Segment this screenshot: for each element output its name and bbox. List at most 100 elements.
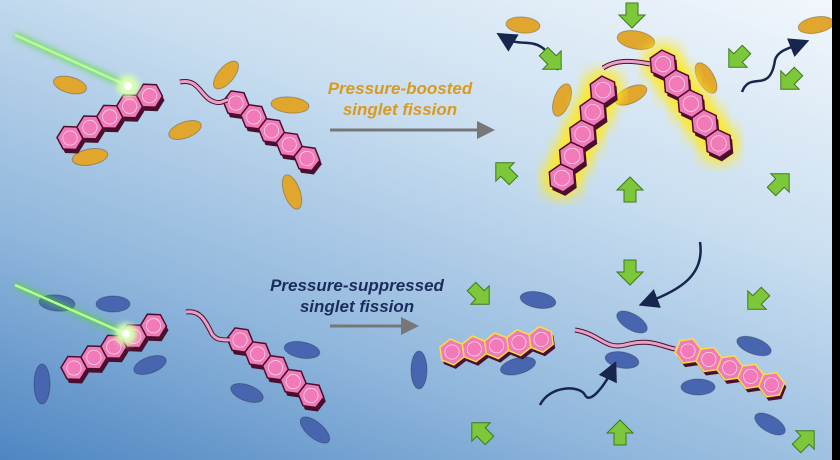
- ring-inner: [722, 360, 738, 376]
- ring-inner: [122, 98, 138, 114]
- suppressed-label-line2: singlet fission: [299, 297, 415, 316]
- benzene-ring: [135, 83, 164, 108]
- boosted-label-line2: singlet fission: [342, 100, 458, 119]
- acene-molecule: [56, 83, 165, 154]
- ring-inner: [246, 109, 262, 125]
- benzene-ring: [705, 128, 733, 159]
- solvent-molecule-blue: [230, 382, 264, 404]
- suppressed-label-line1: Pressure-suppressed: [270, 276, 444, 295]
- ring-inner: [102, 109, 118, 125]
- solvent-molecule-gold: [551, 83, 573, 117]
- ring-inner: [82, 119, 98, 135]
- acene-molecule: [226, 327, 326, 412]
- solvent-molecule-gold: [212, 60, 240, 90]
- ring-inner: [574, 125, 591, 143]
- pressure-arrow-icon: [466, 281, 490, 305]
- solvent-molecule-gold: [281, 174, 303, 210]
- benzene-ring: [297, 382, 325, 409]
- solvent-molecule-blue: [680, 378, 716, 396]
- solvent-molecule-blue: [133, 354, 167, 376]
- ring-inner: [701, 351, 717, 367]
- solvent-molecule-blue: [519, 291, 557, 309]
- ring-inner: [145, 318, 162, 334]
- pressure-arrow-icon: [615, 259, 645, 286]
- ring-inner: [267, 360, 284, 376]
- solvent-molecule-blue: [299, 416, 331, 444]
- solvent-molecule-blue: [754, 412, 786, 436]
- solvent-molecule-blue: [604, 351, 640, 369]
- ring-inner: [62, 130, 78, 146]
- ring-inner: [66, 360, 82, 376]
- ring-inner: [696, 115, 713, 132]
- benzene-ring: [293, 145, 321, 172]
- laser-beam: [14, 283, 127, 336]
- pressure-arrow-icon: [617, 2, 647, 29]
- acene-molecule: [674, 338, 787, 401]
- solvent-molecule-blue: [283, 341, 321, 359]
- acene-molecule: [222, 90, 322, 175]
- solvent-molecule-gold: [797, 16, 835, 34]
- ring-inner: [303, 387, 319, 404]
- solvent-molecule-blue: [616, 310, 648, 334]
- ring-inner: [668, 75, 686, 92]
- pressure-arrow-icon: [605, 419, 635, 446]
- pressure-arrow-icon: [747, 286, 771, 310]
- pressure-arrow-icon: [495, 162, 519, 186]
- pressure-arrow-icon: [766, 173, 790, 197]
- ring-inner: [250, 346, 266, 362]
- ring-inner: [86, 349, 102, 365]
- solvent-molecule-gold: [168, 119, 202, 141]
- ring-inner: [743, 368, 759, 384]
- ring-inner: [299, 150, 315, 167]
- benzene-ring: [757, 371, 786, 398]
- linker: [602, 59, 651, 70]
- linker: [179, 80, 229, 105]
- ring-inner: [106, 339, 122, 355]
- solvent-molecule-gold: [270, 96, 310, 114]
- acene-molecule: [642, 42, 739, 166]
- ring-inner: [511, 335, 527, 351]
- ring-inner: [232, 332, 248, 348]
- acene-molecule: [541, 68, 624, 200]
- pressure-boosted-label: Pressure-boosted singlet fission: [300, 78, 500, 120]
- ring-inner: [553, 169, 571, 187]
- excitation-flash-core: [122, 330, 130, 338]
- benzene-ring: [528, 325, 555, 354]
- ring-inner: [564, 147, 581, 165]
- ring-inner: [228, 95, 244, 111]
- ring-inner: [680, 343, 696, 359]
- ring-inner: [141, 88, 158, 104]
- ring-inner: [489, 338, 505, 354]
- ring-inner: [594, 81, 612, 99]
- ring-inner: [263, 123, 280, 139]
- solvent-molecule-blue: [499, 356, 537, 376]
- motion-arrow-icon: [740, 38, 810, 93]
- ring-inner: [584, 103, 601, 121]
- motion-arrow-icon: [638, 241, 702, 308]
- solvent-molecule-gold: [694, 62, 718, 94]
- solvent-molecule-blue: [736, 335, 772, 357]
- right-border: [832, 0, 840, 460]
- pressure-arrow-icon: [538, 46, 562, 70]
- ring-inner: [285, 374, 301, 390]
- laser-beam: [14, 33, 129, 88]
- linker: [574, 328, 676, 351]
- linker: [185, 310, 231, 342]
- solvent-molecule-blue: [410, 350, 428, 390]
- ring-inner: [466, 341, 482, 357]
- benzene-ring: [589, 75, 617, 105]
- pressure-arrow-icon: [728, 44, 752, 68]
- boosted-label-line1: Pressure-boosted: [327, 79, 473, 98]
- pressure-arrow-icon: [615, 176, 645, 203]
- benzene-ring: [139, 313, 168, 338]
- solvent-molecule-gold: [505, 16, 541, 34]
- ring-inner: [281, 137, 297, 153]
- solvent-molecule-gold: [71, 148, 109, 166]
- excitation-flash-core: [124, 82, 132, 90]
- acene-molecule: [439, 325, 556, 369]
- pressure-suppressed-label: Pressure-suppressed singlet fission: [242, 275, 472, 317]
- ring-inner: [682, 95, 699, 112]
- solvent-molecule-gold: [616, 30, 656, 50]
